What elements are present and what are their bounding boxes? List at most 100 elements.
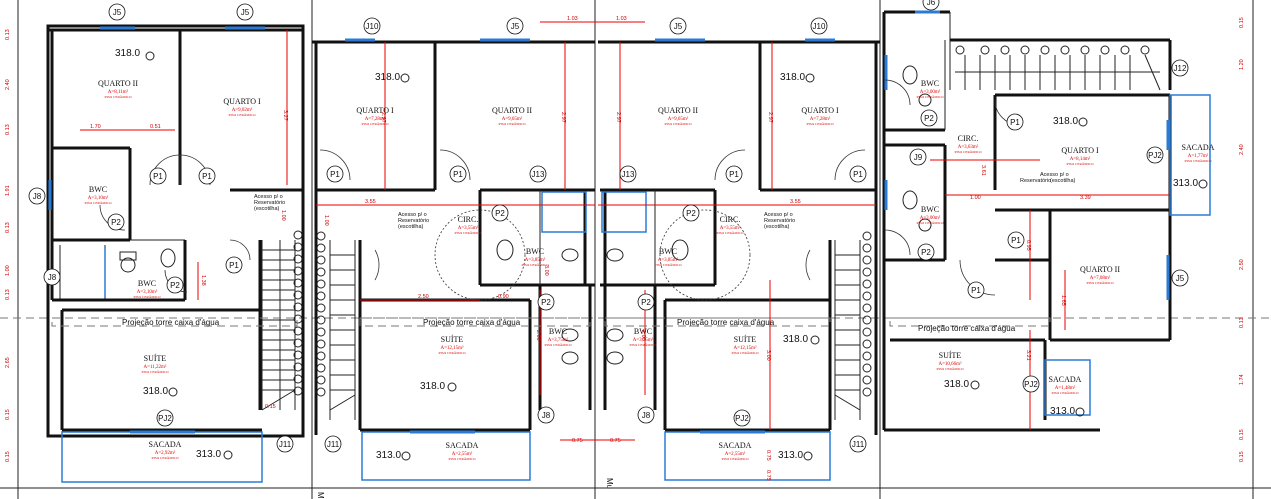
tag-text: J8	[33, 192, 42, 201]
room-area: A=3,10m²	[88, 195, 109, 201]
room-name: SUÍTE	[144, 353, 167, 363]
margin-dim-text: 0.13	[1239, 317, 1245, 328]
room-name: SACADA	[149, 440, 182, 449]
room-area: A=7,28m²	[810, 116, 831, 122]
level-mark-text: 318.0	[143, 386, 168, 397]
room-area: A=9,02m²	[232, 107, 253, 113]
element-tag: P1	[225, 256, 243, 274]
stairs-unit-a	[261, 230, 303, 411]
level-mark: 313.0	[196, 449, 233, 460]
room-area: A=12,15m²	[733, 345, 757, 351]
tag-text: P2	[924, 114, 934, 123]
element-tag: J13	[529, 165, 547, 183]
level-target-icon	[1075, 407, 1085, 417]
room-floor: PISO CERÂMICO	[499, 121, 526, 126]
tag-circle-icon	[682, 204, 700, 222]
room-floor: PISO CERÂMICO	[134, 294, 161, 299]
margin-dim-text: 0.13	[5, 289, 11, 300]
room-floor: PISO CERÂMICO	[142, 369, 169, 374]
note-line: (escotilha)	[764, 224, 790, 230]
dimension-text: 3.27	[282, 110, 288, 121]
dimension-text: 3.61	[980, 165, 986, 176]
dimension-text: 1.70	[90, 124, 101, 130]
dimension-text: 0.15	[265, 404, 276, 410]
room-floor: PISO CERÂMICO	[1067, 161, 1094, 166]
element-tag: P2	[920, 109, 938, 127]
dimension-text: 2.97	[615, 112, 621, 123]
element-tag: J8	[43, 268, 61, 286]
level-mark-text: 318.0	[944, 379, 969, 390]
room-name: BWC	[659, 247, 677, 256]
tag-text: J13	[532, 170, 545, 179]
level-target-icon	[970, 380, 980, 390]
room-name: BWC	[526, 247, 544, 256]
tag-circle-icon	[537, 406, 555, 424]
element-tag: P1	[725, 165, 743, 183]
dimension-text: 1.65	[1060, 295, 1066, 306]
margin-dim-text: 0.15	[1239, 17, 1245, 28]
room-name: BWC	[89, 185, 107, 194]
room-name: SACADA	[446, 441, 479, 450]
room-area: A=3,75m²	[633, 337, 654, 343]
margin-dim-text: 0.13	[5, 124, 11, 135]
tag-text: J10	[366, 22, 379, 31]
room-name: QUARTO I	[1061, 146, 1099, 155]
room-area: A=3,00m²	[920, 215, 941, 221]
projection-label: Projeção torre caixa d'água	[918, 324, 1016, 333]
dimension-text: 3.55	[790, 199, 801, 205]
level-target-icon	[810, 335, 820, 345]
tag-circle-icon	[637, 406, 655, 424]
level-target-icon	[223, 450, 233, 460]
tag-circle-icon	[28, 187, 46, 205]
level-mark-text: 313.0	[778, 450, 803, 461]
level-mark-text: 313.0	[376, 450, 401, 461]
level-mark-text: 318.0	[1053, 116, 1078, 127]
room-name: BWC	[921, 79, 939, 88]
tag-text: P1	[330, 170, 340, 179]
room-floor: PISO CERÂMICO	[665, 121, 692, 126]
edge-label: Mu	[605, 478, 614, 489]
tag-text: P2	[495, 209, 505, 218]
element-tag: P1	[198, 167, 216, 185]
room-name: QUARTO I	[356, 106, 394, 115]
element-tag: P1	[326, 165, 344, 183]
element-tag: J5	[1171, 269, 1189, 287]
tag-text: P2	[170, 281, 180, 290]
room-name: CIRC.	[720, 215, 741, 224]
tag-circle-icon	[1171, 269, 1189, 287]
tag-circle-icon	[108, 3, 126, 21]
level-mark-text: 318.0	[375, 72, 400, 83]
tag-text: J5	[1176, 274, 1185, 283]
level-mark-text: 313.0	[1173, 178, 1198, 189]
room-name: CIRC.	[958, 134, 979, 143]
tag-circle-icon	[1007, 231, 1025, 249]
level-mark: 318.0	[375, 72, 410, 83]
element-tag: P2	[107, 213, 125, 231]
room-floor: PISO CERÂMICO	[655, 262, 682, 267]
margin-dim-text: 0.15	[5, 451, 11, 462]
tag-text: P1	[1011, 236, 1021, 245]
tag-circle-icon	[166, 276, 184, 294]
level-marks: 318.0 318.0 318.0 318.0 318.0 318.0 318.…	[115, 48, 1208, 461]
level-target-icon	[805, 73, 815, 83]
windows-unit-d	[884, 10, 1170, 300]
tag-text: J5	[241, 8, 250, 17]
tag-text: P1	[153, 172, 163, 181]
dimension-text: 2.97	[767, 112, 773, 123]
tag-circle-icon	[1171, 59, 1189, 77]
room-name: QUARTO II	[1080, 265, 1120, 274]
room-name: BWC	[138, 279, 156, 288]
